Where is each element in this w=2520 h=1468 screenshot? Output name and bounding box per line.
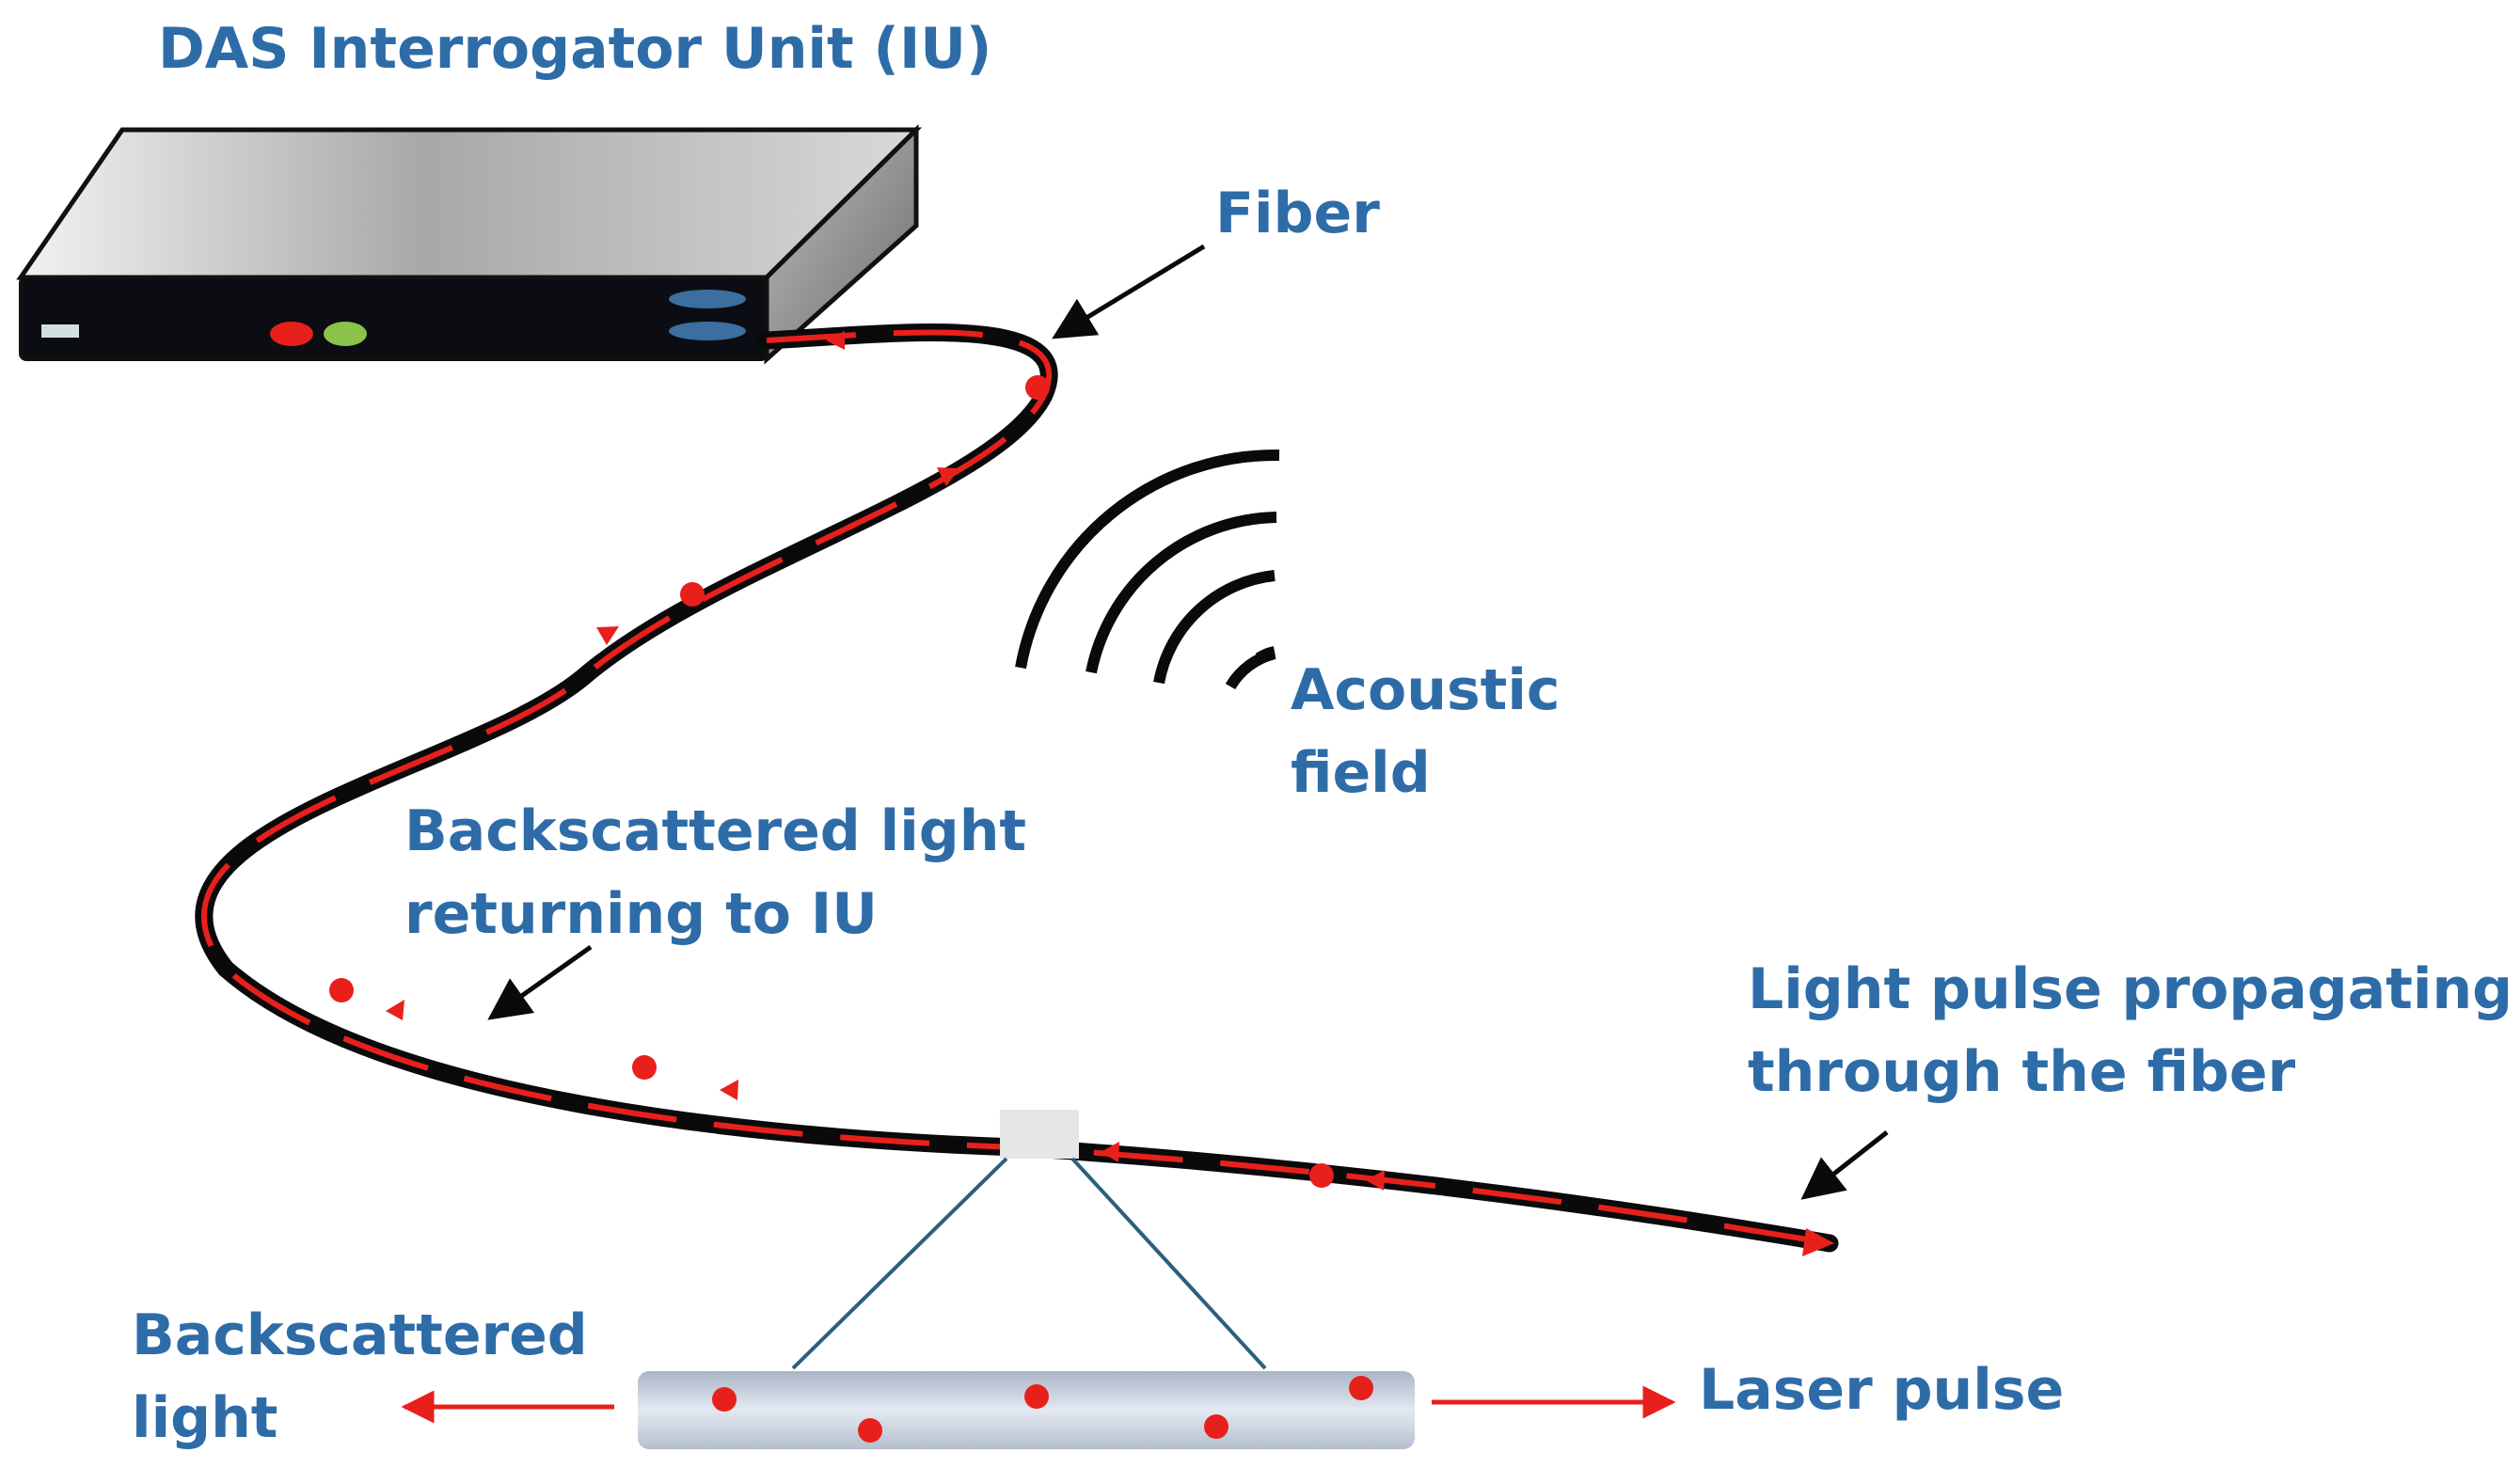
scatter-dot — [858, 1418, 882, 1443]
signal-arrow — [720, 1080, 738, 1100]
fiber-cable — [195, 324, 1839, 1253]
device-top-face — [16, 127, 923, 280]
red-led-icon — [270, 322, 313, 346]
acoustic-line-2: field — [1291, 740, 1431, 806]
scatter-dot — [632, 1055, 657, 1080]
signal-arrow — [1802, 1228, 1834, 1256]
wave-arc — [1015, 449, 1280, 670]
signal-direction-arrows — [386, 331, 1834, 1256]
fiber-zoom-marker — [1000, 1110, 1079, 1159]
backscatter-pointer-arrow — [487, 944, 593, 1020]
pulse-pointer-arrow — [1800, 1130, 1889, 1200]
light-pulse-line-1: Light pulse propagating — [1748, 956, 2513, 1022]
scatter-dot — [329, 978, 354, 1002]
title-text: DAS Interrogator Unit (IU) — [158, 16, 992, 82]
signal-arrow — [1101, 1142, 1119, 1162]
wave-arc — [1225, 648, 1276, 690]
backscattered-light-label: Backscattered light — [132, 1294, 588, 1460]
backscatter-points — [329, 375, 1334, 1188]
wave-arc — [1086, 512, 1277, 674]
fiber-text: Fiber — [1215, 181, 1380, 246]
zoom-line-left — [791, 1157, 1008, 1370]
backscatter-return-label: Backscattered light returning to IU — [404, 790, 1026, 955]
scatter-dot — [712, 1387, 737, 1412]
laser-pulse-label: Laser pulse — [1699, 1349, 2064, 1431]
interrogator-title: DAS Interrogator Unit (IU) — [158, 8, 991, 90]
signal-arrow — [937, 467, 959, 486]
scatter-dot — [1204, 1414, 1228, 1439]
fiber-core — [638, 1371, 1415, 1449]
signal-arrow — [826, 331, 845, 350]
fiber-segment-zoom — [638, 1371, 1415, 1449]
wave-arc — [1153, 570, 1276, 685]
scatter-dot — [1349, 1376, 1373, 1400]
scatter-dot — [1309, 1163, 1334, 1188]
light-pulse-line-2: through the fiber — [1748, 1039, 2296, 1105]
scatter-dot — [1024, 1384, 1049, 1409]
device-display-icon — [41, 324, 79, 338]
sound-wave-icon — [1015, 449, 1280, 690]
acoustic-field-label: Acoustic field — [1291, 649, 1560, 814]
backscattered-light-line-1: Backscattered — [132, 1302, 588, 1368]
signal-arrow — [386, 1000, 404, 1020]
scatter-dot — [680, 582, 705, 607]
zoom-line-right — [1070, 1157, 1267, 1370]
signal-arrow — [1366, 1170, 1385, 1191]
port-icon — [669, 322, 746, 340]
backscattered-light-line-2: light — [132, 1385, 278, 1451]
light-pulse-label: Light pulse propagating through the fibe… — [1748, 948, 2512, 1113]
scatter-dot — [1025, 375, 1050, 400]
device-front-panel — [19, 276, 769, 361]
port-icon — [669, 290, 746, 308]
interrogator-box-icon — [16, 124, 923, 365]
backscatter-return-line-2: returning to IU — [404, 881, 878, 947]
laser-pulse-text: Laser pulse — [1699, 1357, 2065, 1423]
fiber-label: Fiber — [1215, 172, 1380, 255]
fiber-pointer-arrow — [1052, 244, 1206, 339]
green-led-icon — [324, 322, 367, 346]
light-signal-dashes — [200, 329, 1831, 1246]
signal-arrow — [596, 626, 619, 645]
acoustic-line-1: Acoustic — [1291, 657, 1561, 723]
backscatter-return-line-1: Backscattered light — [404, 798, 1027, 864]
